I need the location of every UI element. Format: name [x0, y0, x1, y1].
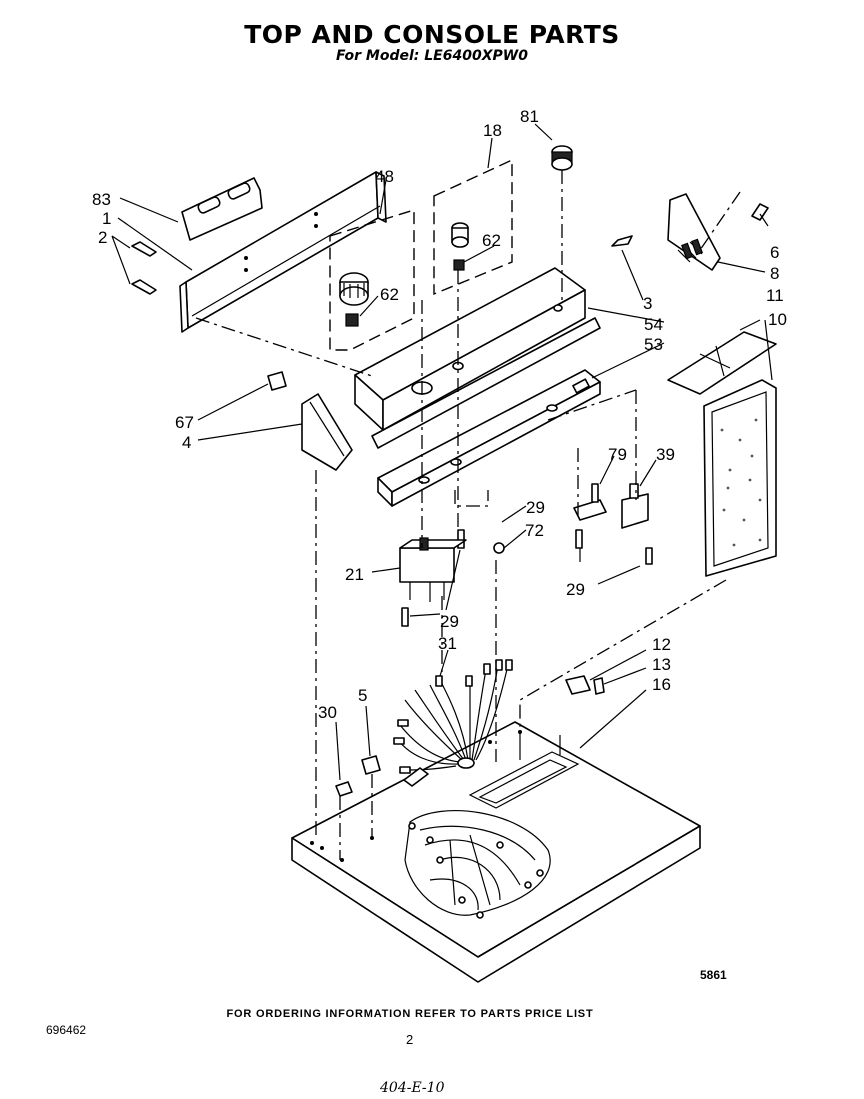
- callout-53: 53: [644, 335, 663, 354]
- callout-labels: 83 1 2 48 18 62 62 81 6 8 3 11 54 10 53 …: [92, 107, 787, 722]
- callout-12: 12: [652, 635, 671, 654]
- callout-13: 13: [652, 655, 671, 674]
- page-title: TOP AND CONSOLE PARTS: [244, 20, 620, 49]
- console-endcap-left: [181, 177, 263, 241]
- button-knob: [551, 145, 573, 171]
- callout-81: 81: [520, 107, 539, 126]
- callout-39: 39: [656, 445, 675, 464]
- leader-lines: [111, 123, 773, 781]
- console-body: [354, 267, 601, 449]
- top-panel: [291, 721, 701, 983]
- callout-62-lower: 62: [380, 285, 399, 304]
- callout-16: 16: [652, 675, 671, 694]
- callout-6: 6: [770, 243, 779, 262]
- callout-18: 18: [483, 121, 502, 140]
- callout-10: 10: [768, 310, 787, 329]
- callout-29-right: 29: [566, 580, 585, 599]
- wire-harness: [404, 810, 551, 919]
- callout-3: 3: [643, 294, 652, 313]
- console-rear-panel: [179, 171, 387, 333]
- assembly-lines: [195, 158, 741, 860]
- model-subtitle: For Model: LE6400XPW0: [336, 48, 528, 64]
- timer: [399, 537, 467, 602]
- callout-83: 83: [92, 190, 111, 209]
- callout-29-upper: 29: [526, 498, 545, 517]
- timer-knob: [339, 272, 369, 327]
- callout-8: 8: [770, 264, 779, 283]
- ordering-info-text: FOR ORDERING INFORMATION REFER TO PARTS …: [226, 1008, 594, 1020]
- callout-29-lower: 29: [440, 612, 459, 631]
- callout-79: 79: [608, 445, 627, 464]
- switches: [573, 483, 649, 529]
- callout-1: 1: [102, 209, 111, 228]
- callout-31: 31: [438, 634, 457, 653]
- callout-2: 2: [98, 228, 107, 247]
- callout-11: 11: [766, 286, 784, 305]
- wire-bundle: [393, 659, 513, 787]
- callout-67: 67: [175, 413, 194, 432]
- control-knob: [451, 222, 469, 271]
- callout-5: 5: [358, 686, 367, 705]
- screws: [131, 203, 769, 627]
- callout-54: 54: [644, 315, 663, 334]
- callout-48: 48: [375, 167, 394, 186]
- page-number: 2: [406, 1032, 414, 1047]
- diagram-code: 5861: [700, 968, 727, 982]
- callout-62-upper: 62: [482, 231, 501, 250]
- control-bracket: [377, 369, 601, 507]
- handwritten-note: 404-E-10: [380, 1080, 445, 1096]
- small-parts: [267, 371, 605, 797]
- callout-4: 4: [182, 433, 191, 452]
- callout-21: 21: [345, 565, 364, 584]
- callout-30: 30: [318, 703, 337, 722]
- document-number: 696462: [46, 1023, 87, 1037]
- console-endcap-right: [667, 193, 721, 271]
- callout-72: 72: [525, 521, 544, 540]
- lint-screen: [667, 331, 777, 577]
